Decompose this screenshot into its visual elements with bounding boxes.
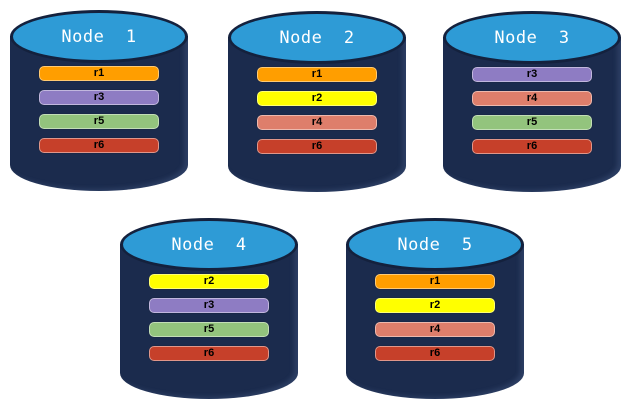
replica-list: r2 r3 r5 r6 [120,274,298,361]
cylinder-top: Node 3 [443,11,621,64]
replica-label: r6 [526,140,538,152]
replica-bar-r3: r3 [39,90,159,105]
replica-bar-r3: r3 [149,298,269,313]
replica-label: r1 [93,67,105,79]
database-node-2: Node 2 r1 r2 r4 r6 [228,11,406,192]
replica-label: r4 [429,323,441,335]
replica-label: r2 [311,92,323,104]
replica-label: r4 [311,116,323,128]
node-title: Node 5 [397,235,473,255]
replica-bar-r3: r3 [472,67,592,82]
cylinder-top: Node 2 [228,11,406,64]
replica-list: r1 r3 r5 r6 [10,66,188,153]
replica-label: r2 [203,275,215,287]
replica-bar-r5: r5 [472,115,592,130]
replica-label: r2 [429,299,441,311]
replica-bar-r2: r2 [149,274,269,289]
replica-bar-r4: r4 [375,322,495,337]
replica-label: r6 [311,140,323,152]
replica-bar-r5: r5 [149,322,269,337]
replica-bar-r2: r2 [257,91,377,106]
cylinder-top: Node 1 [10,10,188,63]
cylinder-top: Node 5 [346,218,524,271]
replica-bar-r4: r4 [472,91,592,106]
replica-bar-r6: r6 [257,139,377,154]
replica-label: r5 [526,116,538,128]
replica-label: r4 [526,92,538,104]
node-title: Node 1 [61,27,137,47]
database-node-1: Node 1 r1 r3 r5 r6 [10,10,188,191]
replica-list: r1 r2 r4 r6 [228,67,406,154]
replica-bar-r6: r6 [149,346,269,361]
node-title: Node 4 [171,235,247,255]
cylinder-top: Node 4 [120,218,298,271]
replica-bar-r4: r4 [257,115,377,130]
replica-label: r1 [311,68,323,80]
replica-label: r5 [203,323,215,335]
node-title: Node 2 [279,28,355,48]
replica-label: r1 [429,275,441,287]
database-node-5: Node 5 r1 r2 r4 r6 [346,218,524,399]
replica-bar-r1: r1 [39,66,159,81]
replica-label: r3 [203,299,215,311]
replica-bar-r2: r2 [375,298,495,313]
replica-bar-r6: r6 [472,139,592,154]
replica-label: r3 [526,68,538,80]
replica-bar-r5: r5 [39,114,159,129]
replica-label: r6 [429,347,441,359]
replica-bar-r6: r6 [39,138,159,153]
replica-label: r3 [93,91,105,103]
replica-bar-r6: r6 [375,346,495,361]
replica-bar-r1: r1 [257,67,377,82]
database-node-4: Node 4 r2 r3 r5 r6 [120,218,298,399]
replica-label: r6 [93,139,105,151]
replica-label: r5 [93,115,105,127]
replica-list: r3 r4 r5 r6 [443,67,621,154]
replica-list: r1 r2 r4 r6 [346,274,524,361]
node-title: Node 3 [494,28,570,48]
replica-bar-r1: r1 [375,274,495,289]
replica-label: r6 [203,347,215,359]
database-node-3: Node 3 r3 r4 r5 r6 [443,11,621,192]
